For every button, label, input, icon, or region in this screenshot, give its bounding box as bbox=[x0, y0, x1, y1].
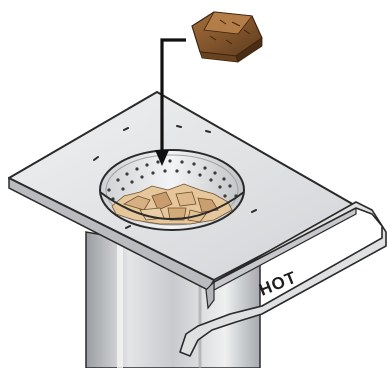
perforated-cup bbox=[100, 150, 244, 230]
wood-chunk-icon bbox=[192, 12, 262, 62]
